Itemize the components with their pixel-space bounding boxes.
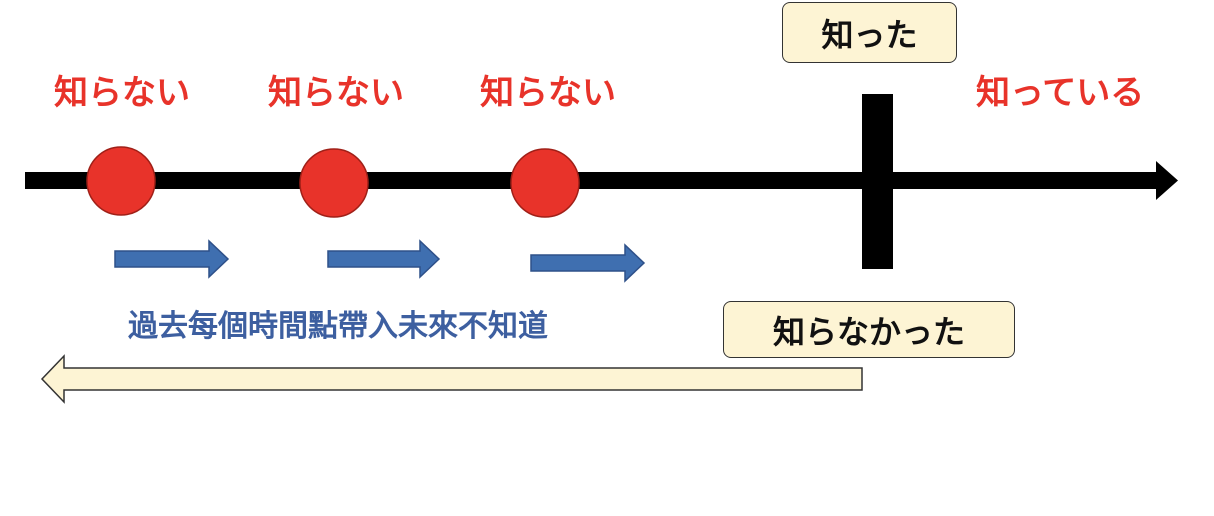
arrow-left-icon bbox=[40, 354, 863, 404]
past-point-dot bbox=[86, 146, 156, 216]
diagram-caption: 過去每個時間點帶入未來不知道 bbox=[128, 309, 548, 344]
past-unknown-label-3: 知らない bbox=[480, 73, 616, 113]
did-not-know-box: 知らなかった bbox=[723, 301, 1015, 358]
arrow-right-icon bbox=[530, 243, 646, 283]
past-point-dot bbox=[299, 148, 369, 218]
past-point-dot bbox=[510, 148, 580, 218]
arrow-right-icon bbox=[327, 239, 441, 279]
past-unknown-label-1: 知らない bbox=[54, 73, 190, 113]
moment-learned-box: 知った bbox=[782, 2, 957, 63]
arrow-right-icon bbox=[114, 239, 230, 279]
timeline-line bbox=[25, 172, 1160, 189]
learned-marker-bar bbox=[862, 94, 893, 269]
present-known-label: 知っている bbox=[976, 73, 1145, 113]
past-unknown-label-2: 知らない bbox=[268, 73, 404, 113]
arrowhead-right-icon bbox=[1156, 161, 1178, 200]
